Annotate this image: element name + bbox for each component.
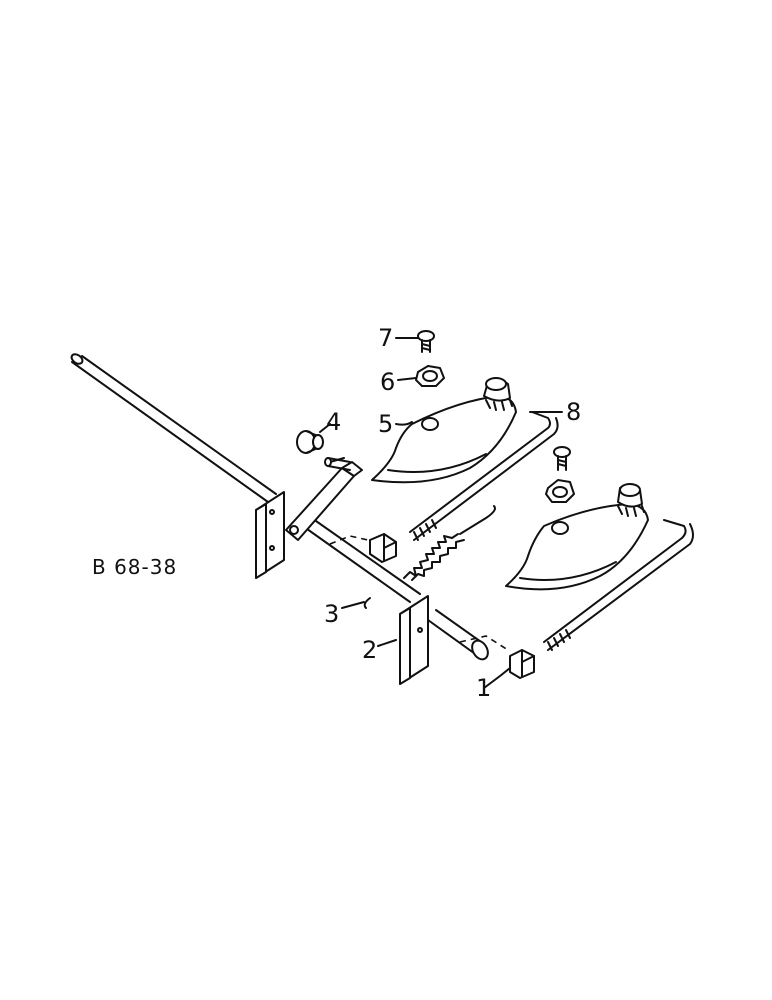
lower-set-screw (459, 635, 535, 679)
spacer-bushing (296, 430, 324, 454)
stud-pin (324, 457, 351, 471)
left-mounting-plate (255, 491, 285, 579)
callout-5: 5 (378, 410, 393, 438)
lock-nut (415, 365, 445, 387)
callout-1: 1 (476, 674, 491, 702)
long-shaft (70, 353, 489, 661)
lower-pivot-knob (617, 483, 645, 517)
callout-7: 7 (378, 324, 393, 352)
callout-4: 4 (326, 408, 341, 436)
figure-code: B 68-38 (92, 555, 177, 579)
upper-pivot-knob (483, 377, 513, 411)
callout-leaders (319, 337, 563, 689)
small-bolt (417, 330, 435, 353)
upper-l-rod (409, 411, 559, 541)
upper-set-screw (329, 533, 397, 563)
tension-spring (363, 505, 496, 609)
right-mounting-plate (399, 595, 429, 685)
lower-curved-link (505, 483, 649, 591)
callout-6: 6 (380, 368, 395, 396)
lower-lock-nut (545, 479, 575, 503)
upper-curved-link (371, 377, 517, 484)
callout-2: 2 (362, 636, 377, 664)
lower-bolt (553, 446, 571, 471)
callout-3: 3 (324, 600, 339, 628)
lower-l-rod (543, 519, 694, 651)
callout-8: 8 (566, 398, 581, 426)
